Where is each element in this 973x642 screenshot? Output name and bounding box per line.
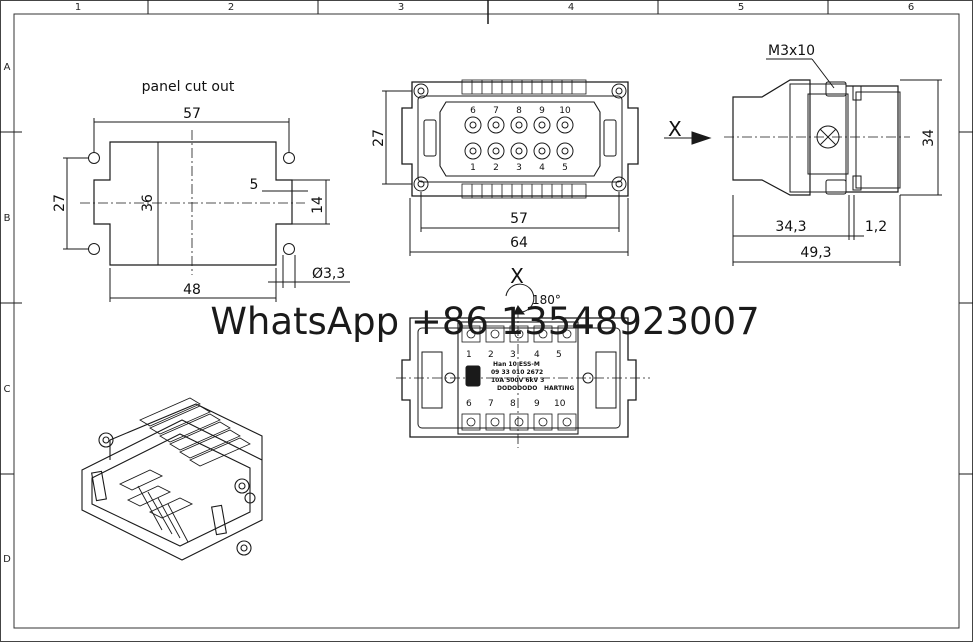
col-label-4: 4 — [568, 2, 574, 13]
panel-cutout-view: panel cut out 57 27 36 5 14 — [52, 79, 350, 302]
rear-terminal-5: 5 — [556, 350, 562, 360]
row-label-c: C — [4, 384, 11, 395]
col-label-5: 5 — [738, 2, 744, 13]
screw-icon — [611, 176, 627, 192]
dim-cutout-5: 5 — [250, 177, 259, 193]
rotation-label: 180° — [532, 293, 561, 307]
dim-cutout-48: 48 — [183, 282, 201, 298]
pin-label-2: 2 — [493, 163, 499, 173]
insert-label-line-1: Han 10 ESS-M — [493, 361, 540, 368]
row-label-a: A — [4, 62, 11, 73]
rear-terminal-3: 3 — [510, 350, 516, 360]
row-label-b: B — [4, 213, 11, 224]
pin-label-10: 10 — [559, 106, 571, 116]
view-marker-x: X — [668, 117, 682, 141]
dim-cutout-57: 57 — [183, 106, 201, 122]
rear-terminal-6: 6 — [466, 399, 472, 409]
dim-cutout-36: 36 — [140, 194, 156, 212]
dim-hole-diameter: Ø3,3 — [312, 266, 345, 282]
col-label-2: 2 — [228, 2, 234, 13]
dim-cutout-27: 27 — [52, 194, 68, 212]
iso-screw-icon — [98, 432, 114, 448]
dim-cutout-14: 14 — [310, 196, 326, 214]
dim-side-49-3: 49,3 — [800, 245, 831, 261]
col-label-1: 1 — [75, 2, 81, 13]
isometric-view — [81, 397, 263, 561]
pin-row-bottom — [464, 142, 574, 160]
rear-terminal-7: 7 — [488, 399, 494, 409]
side-view: M3x10 34 34,3 1,2 49,3 — [724, 43, 942, 266]
rear-view: X 180° 1 2 3 4 5 6 — [396, 264, 650, 448]
pin-label-1: 1 — [470, 163, 476, 173]
col-label-3: 3 — [398, 2, 404, 13]
rear-view-marker: X — [510, 264, 524, 288]
rear-terminal-4: 4 — [534, 350, 540, 360]
front-view: 6 7 8 9 10 1 2 3 4 5 27 57 64 X — [371, 79, 712, 256]
row-label-d: D — [3, 554, 11, 565]
col-label-6: 6 — [908, 2, 914, 13]
dim-side-34: 34 — [921, 129, 937, 147]
insert-label-line-4: DODODODO — [497, 385, 537, 392]
watermark-contact: WhatsApp +86 13548923007 — [210, 300, 759, 343]
pin-label-5: 5 — [562, 163, 568, 173]
screw-icon — [611, 83, 627, 99]
rear-terminal-1: 1 — [466, 350, 472, 360]
pin-label-8: 8 — [516, 106, 522, 116]
rotation-arrow-icon — [505, 283, 535, 313]
harting-logo-icon — [465, 365, 481, 387]
pin-row-top — [464, 116, 574, 134]
insert-label-line-5: HARTING — [544, 385, 574, 392]
rear-terminal-2: 2 — [488, 350, 494, 360]
dim-side-34-3: 34,3 — [775, 219, 806, 235]
pin-label-4: 4 — [539, 163, 545, 173]
panel-cutout-title: panel cut out — [142, 79, 235, 95]
screw-icon — [413, 83, 429, 99]
insert-label-line-2: 09 33 010 2672 — [491, 369, 543, 376]
screw-icon — [413, 176, 429, 192]
pin-label-3: 3 — [516, 163, 522, 173]
arrow-right-icon — [691, 131, 712, 145]
rear-terminal-8: 8 — [510, 399, 516, 409]
dim-side-1-2: 1,2 — [865, 219, 887, 235]
screw-size-label: M3x10 — [768, 43, 815, 59]
pin-label-7: 7 — [493, 106, 499, 116]
dim-front-57: 57 — [510, 211, 528, 227]
pin-label-6: 6 — [470, 106, 476, 116]
iso-screw-icon — [236, 540, 252, 556]
iso-screw-icon — [234, 478, 250, 494]
dim-front-64: 64 — [510, 235, 528, 251]
rear-terminal-9: 9 — [534, 399, 540, 409]
dim-front-27: 27 — [371, 129, 387, 147]
rear-terminal-10: 10 — [554, 399, 566, 409]
pin-label-9: 9 — [539, 106, 545, 116]
